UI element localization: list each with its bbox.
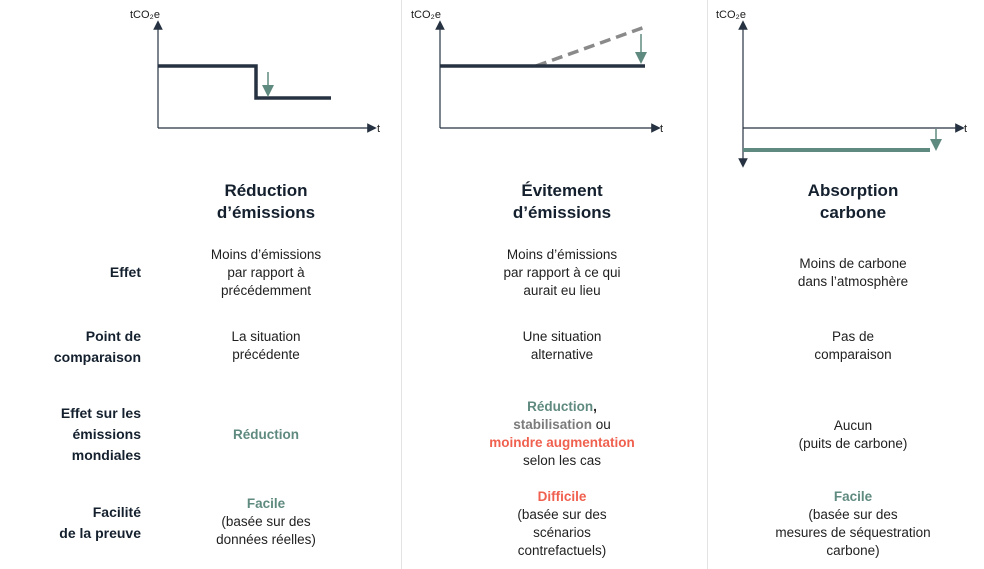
cell-line: précédemment <box>220 283 312 298</box>
cell-line: (basée sur des <box>808 507 898 522</box>
label-line: de la preuve <box>59 525 141 541</box>
title-line: carbone <box>819 203 887 222</box>
cell-line: La situation <box>231 329 301 344</box>
cell-line: contrefactuels) <box>517 543 607 558</box>
label-line: mondiales <box>71 447 141 463</box>
rating-difficult: Difficile <box>537 489 587 504</box>
column-title-avoidance: Évitement d’émissions <box>447 180 677 224</box>
label-line: Effet <box>109 264 141 280</box>
graph-avoidance: tCO₂e t <box>411 9 663 135</box>
cell-line: Réduction <box>233 427 299 442</box>
cell-line: Moins de carbone <box>799 256 907 271</box>
row-label-effet-mondial: Effet sur les émissions mondiales <box>61 403 141 466</box>
title-line: d’émissions <box>512 203 612 222</box>
column-divider-1 <box>401 0 402 569</box>
rating-easy: Facile <box>246 496 286 511</box>
column-title-reduction: Réduction d’émissions <box>151 180 381 224</box>
cell-line: alternative <box>530 347 594 362</box>
cell-line: (basée sur des <box>221 514 311 529</box>
cell-line: Aucun <box>833 418 873 433</box>
label-line: comparaison <box>53 349 141 365</box>
comma-text: , <box>593 399 597 414</box>
title-line: d’émissions <box>216 203 316 222</box>
x-axis-label: t <box>377 123 380 135</box>
cell-line: mesures de séquestration <box>775 525 931 540</box>
diagram-graphs: tCO₂e t tCO₂e t tCO₂e t <box>130 9 967 168</box>
cell-line: dans l’atmosphère <box>797 274 909 289</box>
cell-line: carbone) <box>826 543 880 558</box>
column-divider-2 <box>707 0 708 569</box>
label-line: Effet sur les <box>60 405 141 421</box>
cell-line: selon les cas <box>522 453 602 468</box>
cell-line: aurait eu lieu <box>523 283 601 298</box>
y-axis-label: tCO₂e <box>411 9 441 21</box>
row-label-effet: Effet <box>110 262 141 283</box>
cell-facilite-absorption: Facile (basée sur des mesures de séquest… <box>738 488 968 560</box>
emissions-line <box>158 64 331 100</box>
cell-mondial-reduction: Réduction <box>151 426 381 444</box>
column-title-absorption: Absorption carbone <box>738 180 968 224</box>
cell-line: (puits de carbone) <box>798 436 908 451</box>
label-line: Point de <box>85 328 141 344</box>
moindre-augmentation-text: moindre augmentation <box>489 435 635 450</box>
label-line: émissions <box>72 426 141 442</box>
graph-reduction: tCO₂e t <box>130 9 380 135</box>
title-line: Réduction <box>224 181 308 200</box>
counterfactual-line <box>535 25 646 68</box>
title-line: Absorption <box>807 181 899 200</box>
cell-mondial-avoidance: Réduction, stabilisation ou moindre augm… <box>447 398 677 470</box>
ou-text: ou <box>591 417 611 432</box>
cell-point-absorption: Pas de comparaison <box>738 328 968 364</box>
cell-effet-absorption: Moins de carbone dans l’atmosphère <box>738 255 968 291</box>
cell-line: (basée sur des <box>517 507 607 522</box>
label-line: Facilité <box>92 504 141 520</box>
cell-point-avoidance: Une situation alternative <box>447 328 677 364</box>
cell-line: par rapport à ce qui <box>503 265 621 280</box>
x-axis-label: t <box>964 123 967 135</box>
cell-line: comparaison <box>814 347 892 362</box>
cell-line: Moins d’émissions <box>506 247 618 262</box>
cell-effet-avoidance: Moins d’émissions par rapport à ce qui a… <box>447 246 677 300</box>
cell-effet-reduction: Moins d’émissions par rapport à précédem… <box>151 246 381 300</box>
stabilisation-text: stabilisation <box>513 417 592 432</box>
cell-line: stabilisation ou <box>447 416 677 434</box>
cell-facilite-avoidance: Difficile (basée sur des scénarios contr… <box>447 488 677 560</box>
cell-line: précédente <box>232 347 300 362</box>
cell-facilite-reduction: Facile (basée sur des données réelles) <box>151 495 381 549</box>
graph-absorption: tCO₂e t <box>716 9 967 168</box>
y-axis-label: tCO₂e <box>130 9 160 21</box>
cell-line: Pas de <box>831 329 875 344</box>
cell-line: scénarios <box>533 525 591 540</box>
cell-line: par rapport à <box>227 265 305 280</box>
cell-line: Réduction, <box>447 398 677 416</box>
y-axis-label: tCO₂e <box>716 9 746 21</box>
cell-line: Moins d’émissions <box>210 247 322 262</box>
reduction-text: Réduction <box>527 399 594 414</box>
title-line: Évitement <box>521 181 603 200</box>
row-label-point-de-comparaison: Point de comparaison <box>54 326 141 368</box>
cell-line: Une situation <box>522 329 602 344</box>
rating-easy: Facile <box>833 489 873 504</box>
cell-point-reduction: La situation précédente <box>151 328 381 364</box>
cell-line: données réelles) <box>216 532 316 547</box>
row-label-facilite: Facilité de la preuve <box>59 502 141 544</box>
cell-mondial-absorption: Aucun (puits de carbone) <box>738 417 968 453</box>
x-axis-label: t <box>660 123 663 135</box>
